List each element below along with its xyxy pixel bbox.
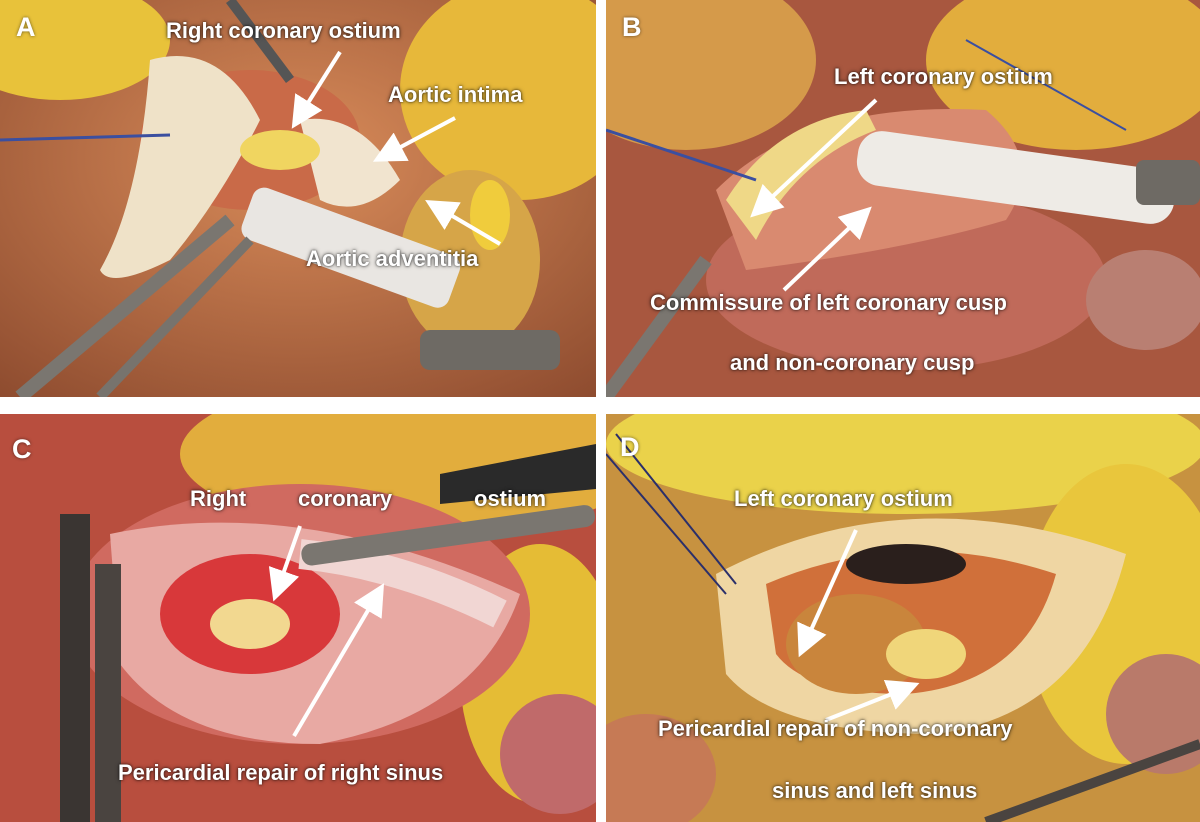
panel-letter-c: C: [12, 434, 32, 464]
label-aortic-intima: Aortic intima: [388, 82, 523, 107]
panel-d-photo: D Left coronary ostium Pericardial repai…: [606, 414, 1200, 822]
panel-letter-a: A: [16, 12, 36, 42]
label-left-coronary-ostium-d: Left coronary ostium: [734, 486, 953, 511]
surgical-photo-a: [0, 0, 596, 397]
label-right-coronary-ostium: Right coronary ostium: [166, 18, 401, 43]
label-aortic-adventitia: Aortic adventitia: [306, 246, 479, 271]
panel-c-photo: C Right coronary ostium Pericardial repa…: [0, 414, 596, 822]
panel-b-photo: B Left coronary ostium Commissure of lef…: [606, 0, 1200, 397]
label-pericardial-repair-line-1: Pericardial repair of non-coronary: [658, 716, 1013, 741]
label-commissure-line-1: Commissure of left coronary cusp: [650, 290, 1007, 315]
label-pericardial-repair-right-sinus: Pericardial repair of right sinus: [118, 760, 444, 785]
label-left-coronary-ostium: Left coronary ostium: [834, 64, 1053, 89]
label-right: Right: [190, 486, 247, 511]
panel-a-photo: A Right coronary ostium Aortic intima Ao…: [0, 0, 596, 397]
panel-letter-b: B: [622, 12, 642, 42]
surgical-photo-b: [606, 0, 1200, 397]
label-ostium: ostium: [474, 486, 547, 511]
panel-letter-d: D: [620, 432, 640, 462]
label-pericardial-repair-line-2: sinus and left sinus: [772, 778, 978, 803]
surgical-photo-d: [606, 414, 1200, 822]
label-coronary: coronary: [298, 486, 393, 511]
label-commissure-line-2: and non-coronary cusp: [730, 350, 975, 375]
